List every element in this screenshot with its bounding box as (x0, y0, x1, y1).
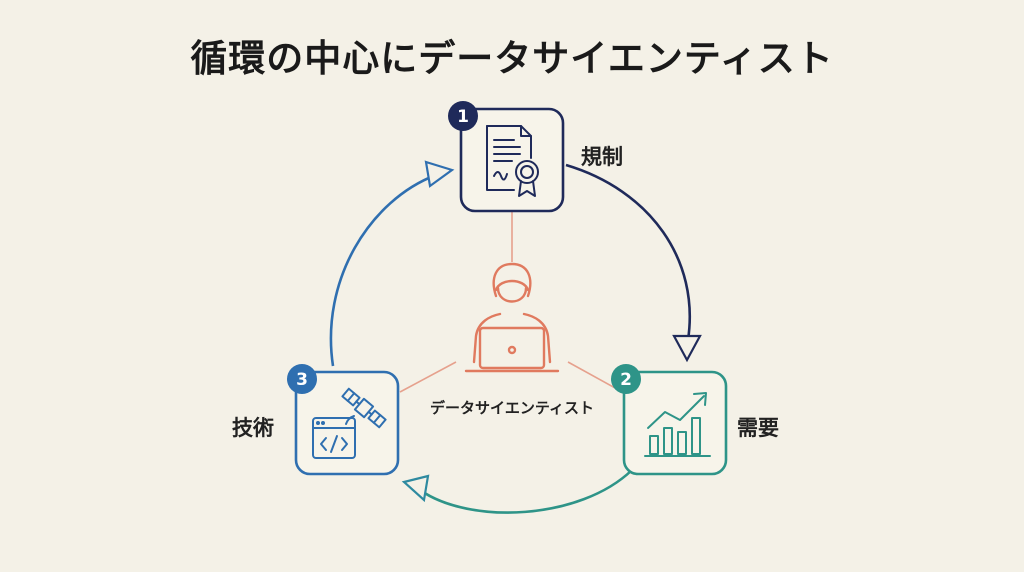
certificate-document-icon (486, 125, 539, 197)
page-title: 循環の中心にデータサイエンティスト (190, 37, 834, 80)
node-technology: 3 (287, 364, 400, 476)
center-label: データサイエンティスト (430, 399, 594, 417)
arrow-head-technology (401, 474, 430, 503)
node-number-badge-3 (287, 364, 317, 394)
node-demand: 2 (611, 364, 728, 476)
growth-chart-icon (644, 392, 711, 457)
node-number-3: 3 (296, 370, 308, 390)
arrow-head-regulation (424, 160, 455, 188)
cycle-arrows (329, 160, 702, 514)
node-number-badge-2 (611, 364, 641, 394)
node-number-1: 1 (457, 107, 469, 127)
node-label-demand: 需要 (737, 416, 779, 440)
node-label-regulation: 規制 (581, 145, 623, 169)
arrow-head-demand (672, 334, 702, 363)
arrow-regulation-to-demand (565, 163, 691, 341)
person-with-laptop-icon (464, 262, 560, 373)
satellite-code-icon (312, 387, 387, 459)
arrow-technology-to-regulation (329, 173, 437, 367)
node-number-badge-1 (448, 101, 478, 131)
node-regulation: 1 (448, 101, 565, 213)
node-number-2: 2 (620, 370, 632, 390)
connector-to-technology (399, 361, 457, 393)
node-label-technology: 技術 (232, 416, 274, 440)
node-box-demand (622, 370, 728, 476)
arrow-demand-to-technology (419, 469, 633, 514)
